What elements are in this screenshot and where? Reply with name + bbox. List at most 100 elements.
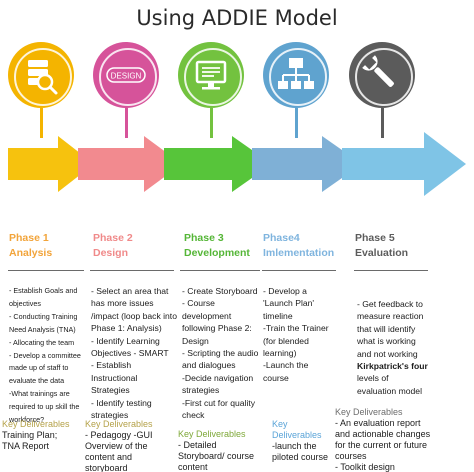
deliverables-label-line-2: Deliverables: [272, 430, 322, 440]
list-item: evaluate the data: [9, 376, 65, 386]
design-divider: [90, 270, 174, 271]
implementation-arrow: [252, 136, 362, 192]
list-item: what is working: [357, 336, 416, 347]
list-item: -What trainings are: [9, 389, 70, 399]
list-item: and not working: [357, 348, 418, 359]
deliverable-item: content: [178, 462, 208, 472]
analysis-items: - Establish Goals and objectives - Condu…: [9, 285, 91, 427]
deliverable-item: Overview of the: [85, 441, 148, 451]
list-item: check: [182, 410, 205, 421]
list-item: workforce?: [9, 415, 45, 425]
list-item: following Phase 2:: [182, 323, 252, 334]
list-item: Design: [182, 335, 209, 346]
deliverable-item: content and: [85, 452, 133, 462]
evaluation-circle: [349, 42, 415, 108]
design-deliverables: Key Deliverables - Pedagogy -GUI Overvie…: [85, 419, 179, 472]
list-item: - Conducting Training: [9, 311, 78, 321]
page-title: Using ADDIE Model: [136, 6, 338, 30]
list-item: has more issues: [91, 298, 154, 309]
phase-4-heading: Phase4 Imlementation: [263, 231, 334, 261]
list-item: timeline: [263, 310, 293, 321]
list-item: Phase 1: Analysis): [91, 323, 162, 334]
analysis-circle: [8, 42, 74, 108]
deliverable-item: - An evaluation report: [335, 418, 421, 428]
development-items: - Create Storyboard - Course development…: [182, 285, 272, 421]
phase-3-number: Phase 3: [184, 232, 224, 244]
evaluation-arrow: [342, 132, 466, 196]
list-item: - Allocating the team: [9, 337, 75, 347]
list-item: -Decide navigation: [182, 372, 254, 383]
implementation-items: - Develop a 'Launch Plan' timeline -Trai…: [263, 285, 349, 384]
list-item: made up of staff to: [9, 363, 69, 373]
evaluation-deliverables: Key Deliverables - An evaluation report …: [335, 407, 471, 472]
deliverable-item: TNA Report: [2, 441, 50, 451]
list-item: Kirkpatrick's four: [357, 361, 428, 372]
list-item: - Scripting the audio: [182, 348, 259, 359]
deliverable-item: courses: [335, 451, 367, 461]
list-item: -Launch the: [263, 360, 309, 371]
deliverables-label: Key Deliverables: [335, 407, 403, 417]
phase-1-name: Analysis: [9, 247, 53, 259]
deliverables-label: Key Deliverables: [2, 419, 70, 429]
implementation-deliverables: Key Deliverables -launch the piloted cou…: [272, 419, 350, 463]
design-badge-icon: DESIGN: [106, 67, 146, 83]
list-item: - Get feedback to: [357, 299, 423, 309]
database-search-icon: [28, 60, 58, 95]
deliverable-item: - Pedagogy -GUI: [85, 430, 153, 440]
deliverables-label-line-1: Key: [272, 419, 288, 429]
evaluation-items: - Get feedback to measure reaction that …: [357, 298, 467, 397]
design-arrow: [78, 136, 182, 192]
phase-2-heading: Phase 2 Design: [93, 231, 133, 261]
list-item: required to up skill the: [9, 402, 80, 412]
deliverable-item: and actionable changes: [335, 429, 431, 439]
list-item: that will identify: [357, 323, 416, 334]
analysis-stem: [40, 108, 43, 138]
monitor-icon: [195, 60, 227, 90]
list-item: learning): [263, 348, 297, 359]
design-circle: DESIGN: [93, 42, 159, 108]
evaluation-divider: [354, 270, 428, 271]
analysis-deliverables: Key Deliverables Training Plan; TNA Repo…: [2, 419, 88, 452]
deliverable-item: Training Plan;: [2, 430, 58, 440]
phase-3-name: Development: [184, 247, 250, 259]
phase-4-name: Imlementation: [263, 247, 335, 259]
implementation-divider: [262, 270, 336, 271]
list-item: - Select an area that: [91, 286, 169, 296]
development-arrow: [164, 136, 272, 192]
phase-1-heading: Phase 1 Analysis: [9, 231, 52, 261]
phase-2-name: Design: [93, 247, 129, 259]
design-items: - Select an area that has more issues /i…: [91, 285, 183, 421]
phase-4-number: Phase4: [263, 232, 300, 244]
deliverable-item: - Toolkit design: [335, 462, 395, 472]
phase-5-number: Phase 5: [355, 232, 395, 244]
deliverable-item: for the current or future: [335, 440, 428, 450]
phase-1-number: Phase 1: [9, 232, 49, 244]
phase-2-number: Phase 2: [93, 232, 133, 244]
list-item: strategies: [91, 410, 129, 421]
list-item: Need Analysis (TNA): [9, 324, 76, 334]
list-item: Objectives - SMART: [91, 348, 169, 359]
list-item: - Identify testing: [91, 397, 152, 408]
list-item: - Course: [182, 298, 215, 309]
analysis-arrow: [8, 136, 94, 192]
list-item: -Train the Trainer: [263, 323, 329, 334]
deliverable-item: Storyboard/ course: [178, 451, 255, 461]
list-item: - Establish Goals and: [9, 286, 78, 295]
analysis-divider: [8, 270, 84, 271]
list-item: 'Launch Plan': [263, 298, 315, 309]
list-item: course: [263, 372, 289, 383]
list-item: (for blended: [263, 335, 309, 346]
list-item: Instructional: [91, 372, 138, 383]
list-item: - Develop a committee: [9, 350, 81, 360]
implementation-stem: [295, 108, 298, 138]
list-item: strategies: [182, 385, 220, 396]
deliverable-item: piloted course: [272, 452, 329, 462]
deliverable-item: -launch the: [272, 441, 317, 451]
list-item: - Identify Learning: [91, 335, 160, 346]
list-item: - Develop a: [263, 286, 307, 296]
implementation-circle: [263, 42, 329, 108]
development-divider: [180, 270, 260, 271]
list-item: and dialogues: [182, 360, 236, 371]
list-item: - Establish: [91, 360, 132, 371]
list-item: evaluation model: [357, 385, 422, 396]
